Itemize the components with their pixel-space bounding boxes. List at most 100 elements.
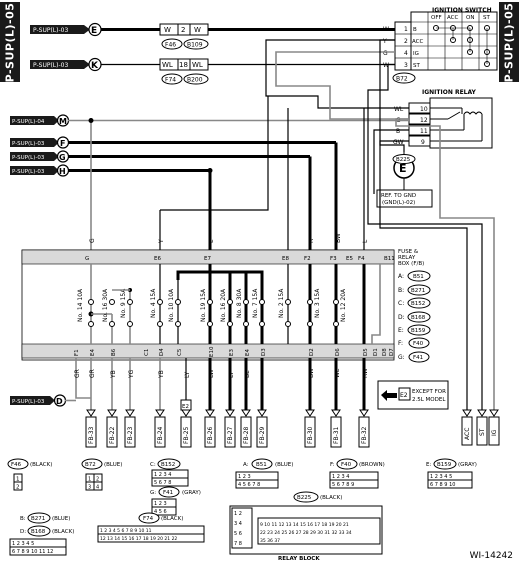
svg-text:FB-23: FB-23 — [127, 426, 134, 444]
svg-text:Y: Y — [382, 38, 387, 45]
svg-text:K: K — [91, 61, 99, 71]
svg-text:B159: B159 — [437, 462, 452, 468]
except-note: E2 EXCEPT FOR 2.5L MODEL — [377, 380, 449, 410]
svg-text:35 36 37: 35 36 37 — [260, 538, 280, 544]
svg-text:6 7 8 9 10: 6 7 8 9 10 — [430, 482, 455, 488]
svg-text:No. 9 15A: No. 9 15A — [120, 288, 127, 318]
svg-text:F:: F: — [398, 340, 403, 347]
svg-text:E: E — [91, 26, 97, 36]
svg-text:BW: BW — [308, 368, 315, 378]
svg-text:ST: ST — [413, 63, 420, 69]
svg-text:WL: WL — [334, 368, 341, 378]
fuse-7: No. 7 15A — [252, 288, 265, 327]
svg-text:OFF: OFF — [431, 15, 442, 21]
svg-text:F: F — [60, 139, 65, 148]
svg-text:D5: D5 — [363, 348, 369, 356]
svg-text:C:: C: — [150, 462, 156, 468]
svg-text:R: R — [308, 239, 315, 243]
svg-text:REF. TO GND: REF. TO GND — [381, 193, 416, 199]
svg-text:B225: B225 — [297, 495, 312, 501]
svg-text:FB-26: FB-26 — [207, 426, 214, 444]
svg-text:G:: G: — [398, 354, 405, 361]
section-tab-right: P-SUP(L)-05 — [499, 2, 519, 82]
svg-text:(BLACK): (BLACK) — [52, 529, 74, 535]
svg-text:M: M — [59, 117, 67, 126]
svg-text:E4: E4 — [245, 349, 251, 356]
svg-text:22 23 24 25 26 27 28 29 30 31: 22 23 24 25 26 27 28 29 30 31 32 33 34 — [260, 530, 352, 536]
fuse-16b: No. 16 20A — [220, 288, 233, 327]
svg-text:(BLACK): (BLACK) — [30, 462, 52, 468]
svg-text:YB: YB — [158, 370, 165, 379]
svg-text:12: 12 — [420, 117, 428, 124]
svg-text:FB-25: FB-25 — [183, 426, 190, 444]
fuse-4: No. 4 15A — [150, 288, 163, 327]
fuse-9: No. 9 15A — [120, 288, 133, 327]
svg-text:BL: BL — [244, 370, 251, 378]
svg-text:B6: B6 — [111, 348, 117, 356]
svg-text:A:: A: — [398, 273, 404, 280]
svg-text:(BLACK): (BLACK) — [320, 495, 342, 501]
svg-text:D:: D: — [20, 529, 26, 535]
svg-text:ACC: ACC — [412, 39, 424, 45]
svg-text:2: 2 — [96, 477, 99, 483]
svg-text:F:: F: — [330, 462, 335, 468]
fuse-relay-box: FUSE & RELAY BOX (F/B) G E6 E7 F2 F3 F4 … — [21, 249, 424, 361]
svg-text:W: W — [164, 26, 171, 34]
svg-text:F74: F74 — [165, 77, 176, 84]
diagram-id: WI-14242 — [469, 551, 513, 561]
svg-text:FB-31: FB-31 — [333, 426, 340, 444]
ref-line-d: P-SUP(L)-03 D — [10, 394, 76, 407]
svg-text:IG: IG — [491, 429, 498, 436]
svg-text:ACC: ACC — [464, 428, 471, 440]
svg-text:F41: F41 — [413, 355, 423, 361]
svg-text:F46: F46 — [11, 462, 22, 468]
fuse-3: No. 3 15A — [307, 288, 321, 327]
svg-text:4: 4 — [404, 50, 408, 57]
svg-text:F2: F2 — [304, 256, 311, 262]
fuse-2: No. 2 15A — [278, 288, 291, 327]
svg-text:18: 18 — [179, 61, 188, 69]
svg-text:C1: C1 — [144, 349, 150, 356]
svg-text:FB-22: FB-22 — [109, 426, 116, 444]
svg-text:No. 16 30A: No. 16 30A — [102, 288, 109, 322]
svg-text:G:: G: — [150, 490, 156, 496]
svg-text:D6: D6 — [335, 348, 341, 356]
bottom-wire-colors: GR GR YB YG YB LY LW LY BL BW WL RW — [74, 368, 369, 379]
svg-text:D8: D8 — [382, 348, 388, 356]
svg-text:1: 1 — [88, 477, 91, 483]
svg-text:E:: E: — [426, 462, 431, 468]
svg-text:FB-24: FB-24 — [157, 426, 164, 444]
svg-text:B: B — [396, 128, 400, 135]
svg-text:E10: E10 — [209, 346, 215, 357]
svg-text:No. 8 30A: No. 8 30A — [236, 288, 243, 318]
ref-line-g: P-SUP(L)-03 G — [10, 150, 310, 163]
svg-text:F46: F46 — [165, 42, 176, 49]
svg-text:D3: D3 — [261, 348, 267, 356]
svg-text:P-SUP(L)-03: P-SUP(L)-03 — [12, 155, 45, 161]
right-outputs: ACC ST IG — [367, 39, 500, 446]
svg-text:9 10 11 12 13 14 15 16 17 18 1: 9 10 11 12 13 14 15 16 17 18 19 20 21 — [260, 522, 349, 528]
ignition-switch: IGNITION SWITCH 1 2 4 3 W Y G W OFF ACC … — [382, 7, 498, 84]
svg-text:B159: B159 — [411, 328, 426, 334]
fuse-14: No. 14 10A — [77, 288, 94, 327]
svg-text:1: 1 — [404, 26, 408, 33]
svg-text:10: 10 — [420, 106, 428, 113]
svg-text:GW: GW — [393, 139, 404, 146]
svg-text:L: L — [362, 239, 369, 243]
svg-text:IGNITION RELAY: IGNITION RELAY — [422, 89, 477, 96]
svg-text:C5: C5 — [177, 348, 183, 356]
svg-text:RW: RW — [362, 368, 369, 378]
svg-text:No. 7 15A: No. 7 15A — [252, 288, 259, 318]
svg-text:No. 16 20A: No. 16 20A — [220, 288, 227, 322]
svg-text:3: 3 — [88, 485, 91, 491]
svg-text:BW: BW — [335, 233, 342, 243]
svg-text:EXCEPT FOR: EXCEPT FOR — [412, 389, 446, 395]
svg-text:GR: GR — [89, 369, 96, 378]
svg-text:FB-33: FB-33 — [88, 426, 95, 444]
svg-text:B225: B225 — [396, 157, 411, 163]
svg-text:1 2 3 4 5 6 7 8 9: 1 2 3 4 5 6 7 8 9 10 11 — [100, 528, 152, 534]
svg-text:F1: F1 — [74, 349, 80, 356]
svg-text:1: 1 — [16, 477, 20, 483]
